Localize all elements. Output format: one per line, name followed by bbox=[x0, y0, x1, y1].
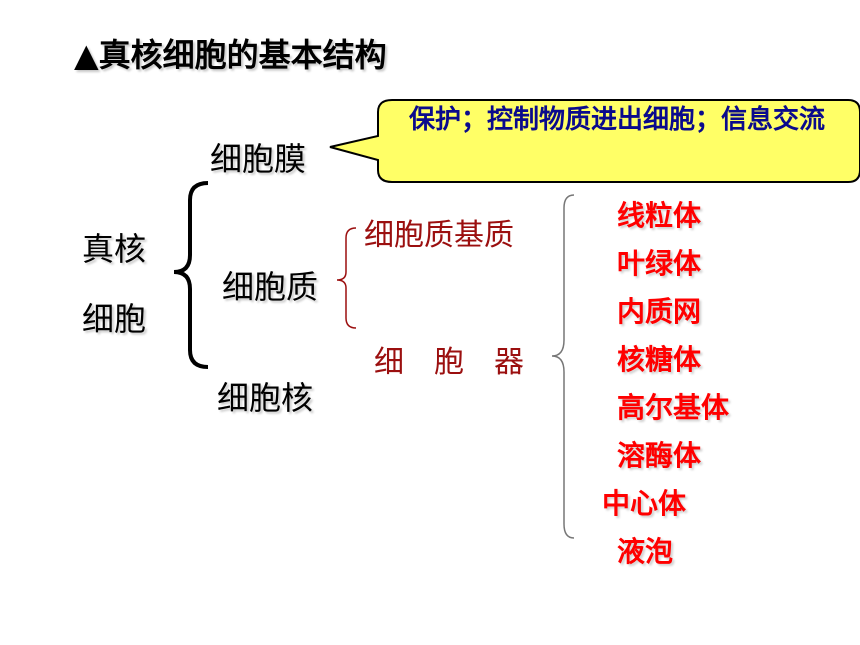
organelle-item: 溶酶体 bbox=[617, 439, 702, 472]
organelle-item: 高尔基体 bbox=[617, 391, 730, 424]
root-label-line2: 细胞 bbox=[82, 300, 147, 338]
root-label-line1: 真核 bbox=[82, 230, 147, 268]
cytoplasm-matrix-label: 细胞质基质 bbox=[364, 218, 514, 253]
cytoplasm-brace bbox=[336, 227, 357, 329]
main-brace bbox=[173, 181, 209, 369]
callout-bubble bbox=[329, 99, 860, 183]
membrane-label: 细胞膜 bbox=[210, 140, 307, 178]
organelle-item: 线粒体 bbox=[617, 199, 702, 232]
organelle-item: 中心体 bbox=[602, 487, 687, 520]
organelle-item: 内质网 bbox=[617, 295, 702, 328]
cytoplasm-label: 细胞质 bbox=[222, 268, 319, 306]
callout-text: 保护；控制物质进出细胞；信息交流 bbox=[408, 105, 825, 135]
organelle-item: 核糖体 bbox=[617, 343, 702, 376]
organelle-item: 液泡 bbox=[617, 535, 674, 568]
organelles-label: 细 胞 器 bbox=[374, 345, 524, 380]
organelle-brace bbox=[551, 194, 575, 539]
page-title: ▲真核细胞的基本结构 bbox=[74, 36, 387, 74]
nucleus-label: 细胞核 bbox=[217, 379, 314, 417]
organelle-item: 叶绿体 bbox=[617, 247, 702, 280]
